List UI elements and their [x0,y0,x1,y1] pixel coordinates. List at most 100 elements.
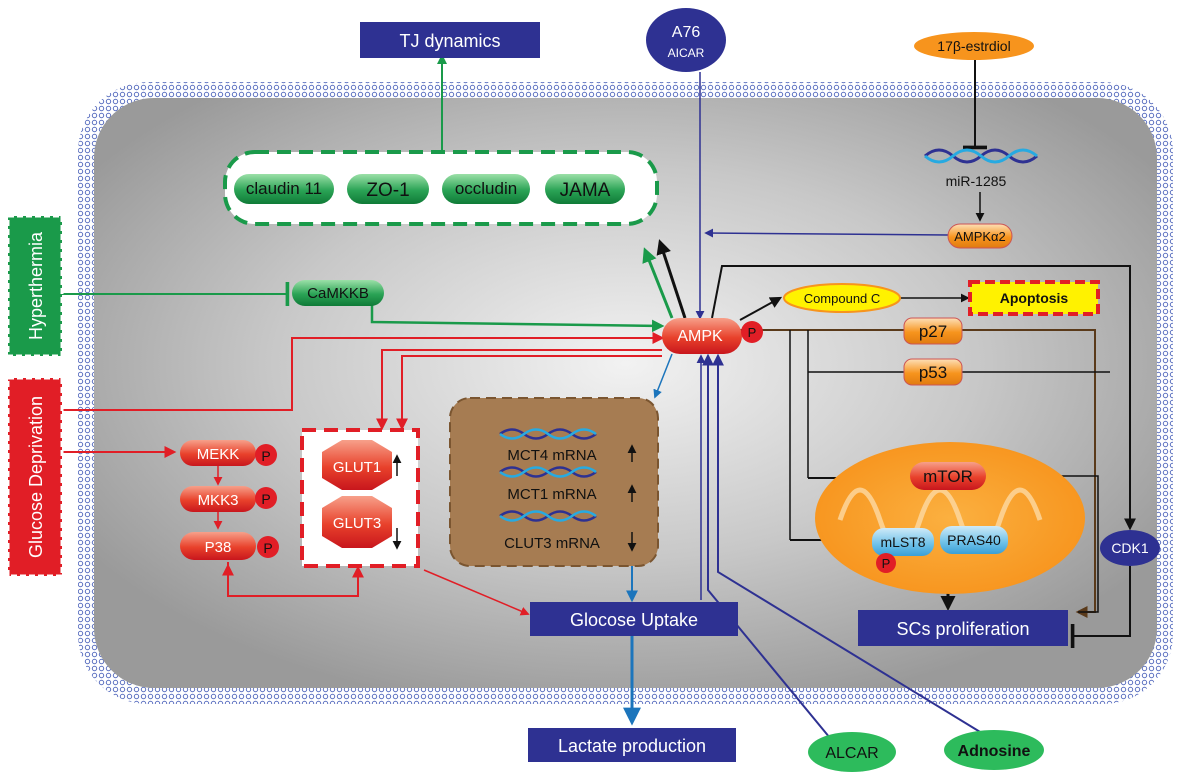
glucose-uptake-node: Glocose Uptake [530,602,738,636]
ampk-to-glut-arrow-1 [376,349,662,431]
lactate-production-label: Lactate production [558,736,706,756]
adnosine-node: Adnosine [944,730,1044,770]
a76-label: A76 [672,24,701,41]
mct1-helix-2 [499,466,597,478]
glucose-uptake-label: Glocose Uptake [570,610,698,630]
ampk-label: AMPK [677,328,723,345]
scs-proliferation-box [858,610,1068,646]
alcar-to-ampk-arrow [702,353,831,739]
mrna-group: MCT4 mRNA MCT1 mRNA CLUT3 mRNA [449,397,659,567]
p27-label: p27 [919,322,947,341]
ampk-to-mrna-arrow [653,353,673,399]
lactate-production-box [528,728,736,762]
tj-dynamics-node: TJ dynamics [360,22,540,58]
mekk-box [180,440,256,466]
tj-protein-box [223,150,659,226]
compound-c-ellipse [783,283,901,313]
mlst8-phospho-badge [876,553,896,573]
glut-group: GLUT1 GLUT3 [300,428,420,568]
scs-proliferation-node: SCs proliferation [858,610,1068,646]
ampk-to-tj-black-arrow [656,239,687,319]
jama-node [545,174,625,204]
glucose-deprivation-box [6,376,64,578]
cdk1-node: CDK1 [1100,530,1160,566]
compound-c-node: Compound C [783,283,901,313]
adnosine-to-ampk-arrow [712,353,991,739]
zo1-label: ZO-1 [366,180,409,201]
ampka2-label: AMPKα2 [954,229,1006,244]
mrna-box [449,397,659,567]
ampk-phospho-badge [741,321,763,343]
mlst8-p-label: P [882,556,891,571]
adnosine-ellipse [944,730,1044,770]
clut3-helix-2 [499,510,597,522]
mir1285-helix-strand-2 [924,148,1038,164]
p38-node: P38 P [180,532,279,560]
ampk-to-glut-arrow-2 [396,355,662,431]
mlst8-box [872,528,934,556]
mir1285-node: miR-1285 [924,148,1038,189]
hyperthermia-node: Hyperthermia [6,214,64,358]
tj-dynamics-label: TJ dynamics [399,31,500,51]
mlst8-label: mLST8 [880,534,925,550]
mitochondrion-group: mTOR mLST8 P PRAS40 [815,442,1085,594]
jama-label: JAMA [560,180,611,201]
tight-junction-group: claudin 11 ZO-1 occludin JAMA [223,150,659,226]
zo1-node [347,174,429,204]
a76-aicar-node: A76 AICAR [646,8,726,72]
estradiol-label: 17β-estrdiol [937,38,1010,54]
mir1285-label: miR-1285 [946,173,1007,189]
camkkb-to-ampk-arrow [370,304,665,333]
occludin-label: occludin [455,179,517,198]
glucose-uptake-box [530,602,738,636]
aicar-label: AICAR [668,46,705,60]
p53-label: p53 [919,363,947,382]
ampka2-node: AMPKα2 [947,223,1013,249]
occludin-node [442,174,530,204]
cdk1-ellipse [1100,530,1160,566]
alcar-node: ALCAR [808,732,896,772]
apoptosis-node: Apoptosis [968,280,1100,316]
p38-label: P38 [205,539,232,556]
cdk1-inhibit-scs [1070,566,1131,648]
mekk-p-label: P [261,448,270,464]
hyperthermia-box [6,214,64,358]
apoptosis-label: Apoptosis [1000,290,1069,306]
hyperthermia-label: Hyperthermia [26,231,46,340]
mtor-box [910,462,986,490]
p38-box [180,532,256,560]
scs-proliferation-label: SCs proliferation [896,619,1029,639]
camkkb-label: CaMKKB [307,285,369,302]
compound-c-label: Compound C [804,291,881,306]
glut3-label: GLUT3 [333,515,381,532]
p27-node: p27 [903,317,963,345]
clut3-label: CLUT3 mRNA [504,535,600,552]
mct4-helix-2 [499,428,597,440]
glut-to-glucose-uptake-arrow [423,569,530,616]
ampk-to-cdk1-arrow [711,265,1136,531]
glucose-deprivation-node: Glucose Deprivation [6,376,64,578]
a76-aicar-ellipse [646,8,726,72]
cdk1-label: CDK1 [1111,540,1149,556]
claudin11-node [234,174,334,204]
mkk3-box [180,486,256,512]
pras40-box [940,526,1008,554]
p27-box [903,317,963,345]
mkk3-phospho-badge [255,487,277,509]
glut1-label: GLUT1 [333,459,381,476]
tj-dynamics-box [360,22,540,58]
mkk3-node: MKK3 P [180,486,277,512]
estradiol-ellipse [914,32,1034,60]
mekk-phospho-badge [255,444,277,466]
ampk-to-compound-c-arrow [739,296,783,321]
p38-p-label: P [263,540,272,556]
camkkb-node: CaMKKB [292,280,384,306]
ampk-node: AMPK P [662,318,763,354]
mtor-label: mTOR [923,467,973,486]
apoptosis-box [968,280,1100,316]
glut1-node [322,440,392,490]
connectors [62,54,1136,739]
p53-node: p53 [903,358,963,386]
